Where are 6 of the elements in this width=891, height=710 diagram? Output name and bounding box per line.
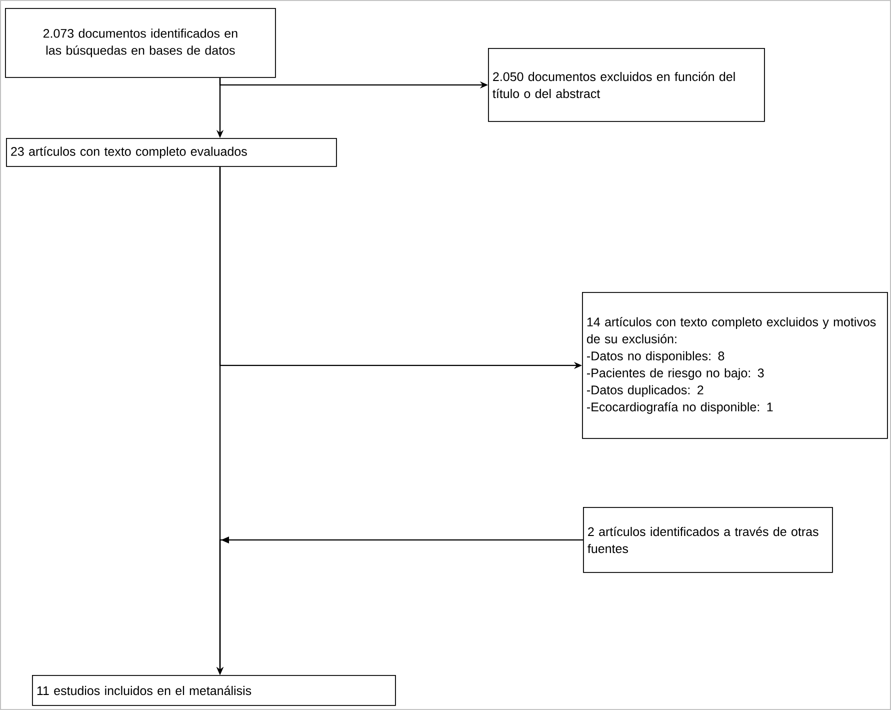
process-box: 14 artículos con texto completo excluidos y motivos de su exclusión: -Datos no disponibles: 8 -Pacientes de riesgo no bajo: 3 -Datos duplicados: 2 -Ecocardiografía no disponible: 1 <box>582 292 888 439</box>
process-box: 11 estudios incluidos en el metanálisis <box>32 675 396 706</box>
process-box: 2.050 documentos excluidos en función del título o del abstract <box>488 48 765 122</box>
process-box: 2.073 documentos identificados en las búsquedas en bases de datos <box>5 8 276 78</box>
process-box: 2 artículos identificados a través de otras fuentes <box>583 507 833 573</box>
process-box: 23 artículos con texto completo evaluados <box>6 138 337 167</box>
